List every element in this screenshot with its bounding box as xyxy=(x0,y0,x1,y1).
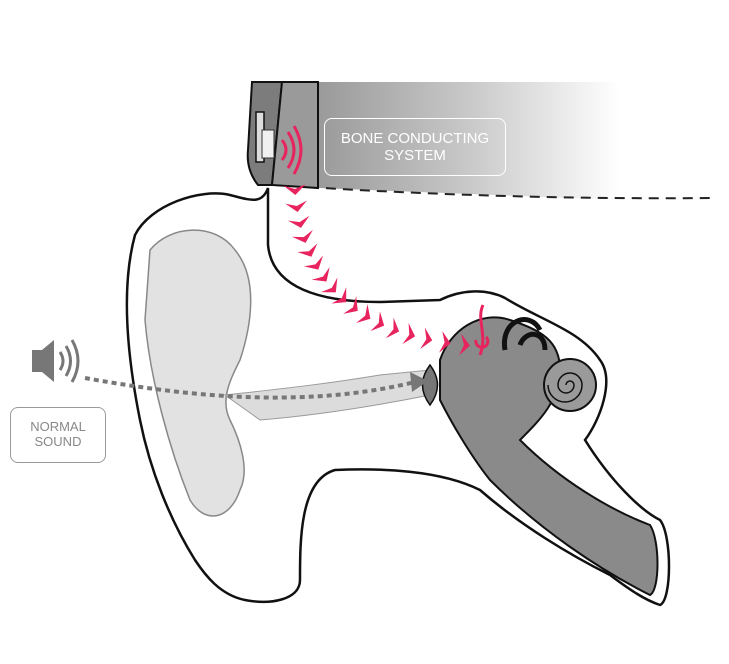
cochlea-spiral xyxy=(547,372,583,403)
auricle xyxy=(144,229,252,517)
semicircular-canals xyxy=(501,317,548,351)
middle-ear xyxy=(439,316,659,597)
music-note-icon xyxy=(474,304,490,356)
vibration-chevron xyxy=(303,255,324,270)
label-line: NORMAL xyxy=(30,419,86,435)
label-line: SYSTEM xyxy=(384,147,446,164)
vibration-chevron xyxy=(320,277,338,293)
transducer-cylinder xyxy=(261,129,275,159)
vibration-chevron xyxy=(285,200,307,212)
vibration-chevron xyxy=(402,323,416,345)
vibration-chevron xyxy=(385,317,400,339)
vibration-chevron xyxy=(297,243,318,257)
vibration-chevron xyxy=(331,287,347,304)
vibration-chevron xyxy=(458,333,470,356)
vibration-chevron xyxy=(283,184,306,195)
vibration-chevron xyxy=(356,304,371,324)
label-line: BONE CONDUCTING xyxy=(340,129,490,147)
vibration-chevron xyxy=(288,215,310,228)
cochlea xyxy=(543,358,597,412)
vibration-chevron xyxy=(311,266,330,282)
bone-conducting-system-label: BONE CONDUCTING SYSTEM xyxy=(324,118,506,176)
headband xyxy=(280,82,620,200)
vibration-chevron xyxy=(438,331,451,353)
arrowhead xyxy=(410,372,428,392)
transducer-inner xyxy=(270,81,319,190)
vibration-chevron xyxy=(370,311,385,332)
speaker-icon xyxy=(32,339,80,383)
eardrum xyxy=(421,363,439,407)
normal-sound-label: NORMAL SOUND xyxy=(10,407,106,463)
headband-dashed-edge xyxy=(274,184,716,200)
vibration-chevrons xyxy=(283,184,470,356)
vibration-chevron xyxy=(343,296,358,314)
vibration-waves xyxy=(280,125,303,175)
normal-sound-arrow xyxy=(84,376,416,400)
label-line: SOUND xyxy=(34,434,82,449)
vibration-chevron xyxy=(292,229,313,243)
vibration-chevron xyxy=(420,327,433,349)
